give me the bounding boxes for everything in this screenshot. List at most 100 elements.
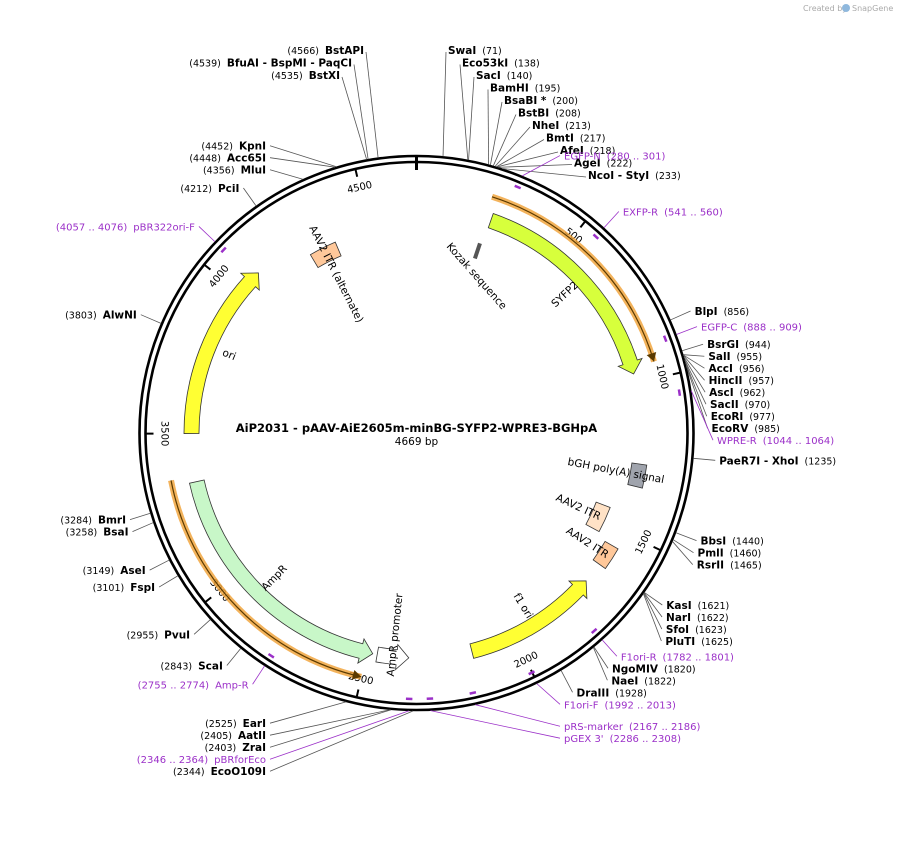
label-leaders xyxy=(129,51,716,772)
site-name: KpnI xyxy=(239,141,266,153)
site-position: (2344) xyxy=(173,767,205,778)
site-position: (3258) xyxy=(66,528,98,539)
site-leader xyxy=(593,647,608,681)
labels: SwaI(71)Eco53kI(138)SacI(140)BamHI(195)B… xyxy=(56,45,836,778)
tick-label: 1500 xyxy=(634,528,655,556)
small-features: Kozak sequence xyxy=(444,241,509,312)
site-position: (71) xyxy=(482,46,502,57)
site-leader xyxy=(693,457,716,461)
site-leader xyxy=(269,145,337,168)
center-title: AiP2031 - pAAV-AiE2605m-minBG-SYFP2-WPRE… xyxy=(236,421,598,448)
site-leader xyxy=(560,670,573,693)
site-leader xyxy=(269,169,303,180)
site-name: PvuI xyxy=(164,629,190,641)
site-position: (4212) xyxy=(180,184,212,195)
site-leader xyxy=(502,168,587,178)
site-leader xyxy=(643,593,662,642)
site-leader xyxy=(129,512,151,521)
site-name: BstAPI xyxy=(325,45,364,57)
site-position: (1465) xyxy=(730,561,762,572)
primer-range: (2755 .. 2774) xyxy=(138,680,210,691)
site-name: ZraI xyxy=(242,742,266,754)
site-position: (985) xyxy=(754,424,780,435)
tick-mark xyxy=(355,689,360,697)
plasmid-name: AiP2031 - pAAV-AiE2605m-minBG-SYFP2-WPRE… xyxy=(236,421,598,435)
site-leader xyxy=(243,187,257,207)
site-position: (962) xyxy=(740,388,766,399)
site-name: AfeI xyxy=(560,145,584,157)
primer-leader xyxy=(475,704,561,727)
site-position: (213) xyxy=(565,121,591,132)
feature-bgh-poly-a-signal xyxy=(627,462,648,489)
site-name: FspI xyxy=(130,582,155,594)
feature-syfp2 xyxy=(487,213,643,375)
site-position: (1460) xyxy=(730,549,762,560)
site-leader xyxy=(158,575,179,588)
feature-label: SYFP2 xyxy=(549,279,581,310)
site-leader xyxy=(496,139,545,168)
feature-ampr xyxy=(189,479,374,665)
credit-prefix: Created by xyxy=(803,4,847,13)
site-leader xyxy=(226,648,242,666)
feature-label: bGH poly(A) signal xyxy=(567,456,666,486)
site-name: AseI xyxy=(120,565,145,577)
site-position: (4535) xyxy=(271,71,303,82)
site-name: PluTI xyxy=(665,636,695,648)
site-position: (200) xyxy=(552,96,578,107)
tick-label: 4500 xyxy=(346,180,373,196)
feature-aav2-itr xyxy=(585,501,611,533)
orf-arrowhead xyxy=(646,351,657,362)
site-position: (1440) xyxy=(732,537,764,548)
primer-range: (2346 .. 2364) xyxy=(137,755,209,766)
orf-arc-line xyxy=(170,480,362,678)
site-leader xyxy=(685,362,708,417)
site-name: BstBI xyxy=(518,108,549,120)
site-leader xyxy=(193,619,211,635)
primer-leader xyxy=(690,390,714,441)
primer-name: F1ori-R xyxy=(621,652,657,663)
primer-leader xyxy=(603,211,620,229)
site-position: (956) xyxy=(739,364,765,375)
feature-aav2-itr-alternate- xyxy=(309,241,342,269)
tick-mark xyxy=(205,596,212,603)
site-name: DraIII xyxy=(577,687,610,699)
site-position: (970) xyxy=(745,400,771,411)
tick-label: 3500 xyxy=(158,421,169,446)
primer-mark xyxy=(267,652,275,659)
site-position: (856) xyxy=(724,307,750,318)
site-name: Eco53kI xyxy=(462,58,508,70)
site-name: BsaI xyxy=(103,527,128,539)
primer-range: (280 .. 301) xyxy=(607,152,666,163)
site-name: SalI xyxy=(708,351,730,363)
site-name: SacII xyxy=(710,399,739,411)
site-leader xyxy=(140,314,162,324)
feature-label: AmpR xyxy=(259,563,290,594)
primer-range: (2167 .. 2186) xyxy=(629,722,701,733)
site-position: (3149) xyxy=(83,566,115,577)
site-leader xyxy=(492,114,517,166)
site-leader xyxy=(683,355,705,381)
tick-mark xyxy=(354,169,359,177)
primer-range: (2286 .. 2308) xyxy=(610,734,682,745)
primer-mark xyxy=(514,184,522,190)
site-position: (3803) xyxy=(65,311,97,322)
site-name: SfoI xyxy=(666,624,689,636)
site-leader xyxy=(269,701,347,724)
orf-arcs xyxy=(168,193,657,680)
site-position: (1820) xyxy=(664,664,696,675)
site-leader xyxy=(269,709,392,748)
site-leader xyxy=(681,343,704,352)
tick-label: 2000 xyxy=(513,650,541,671)
feature-aav2-itr xyxy=(592,540,619,570)
site-name: NcoI - StyI xyxy=(588,170,649,182)
site-name: BmrI xyxy=(98,515,126,527)
site-name: PmlI xyxy=(698,548,724,560)
site-leader xyxy=(269,709,391,736)
site-position: (217) xyxy=(580,134,606,145)
site-name: AatII xyxy=(238,730,266,742)
primer-range: (541 .. 560) xyxy=(664,207,723,218)
site-leader xyxy=(685,365,708,429)
site-position: (955) xyxy=(737,352,763,363)
feature-label: f1 ori xyxy=(511,591,536,621)
